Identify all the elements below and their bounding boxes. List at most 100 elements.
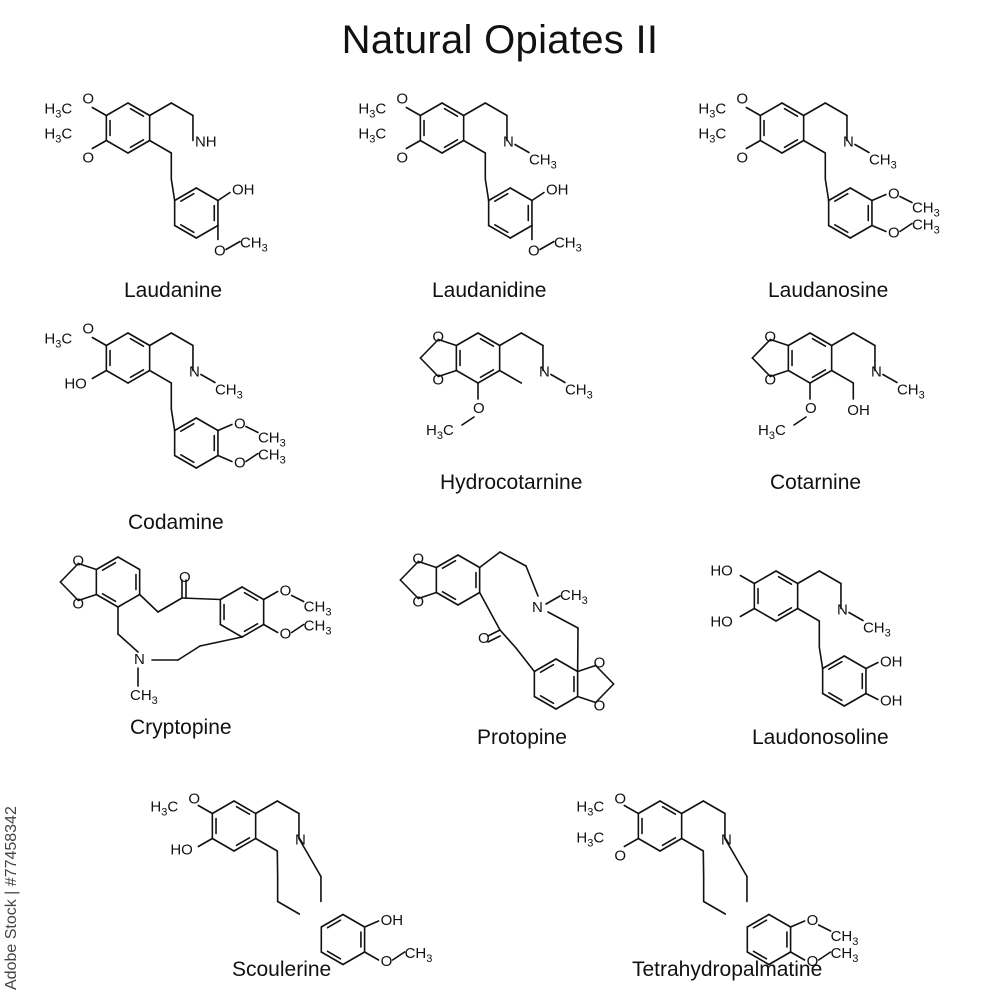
bond-line-201 [457, 591, 481, 606]
bond-line-123 [477, 369, 501, 384]
bond-line-295 [363, 951, 380, 961]
methyl-label: CH3 [130, 687, 158, 707]
bond-line-250 [818, 646, 824, 670]
bond-line-70 [802, 139, 827, 154]
oxygen-label: O [432, 372, 444, 389]
methyl-label: H3C [758, 422, 786, 442]
bond-line-196 [290, 594, 305, 603]
oxygen-label: O [805, 400, 817, 417]
methyl-label: CH3 [831, 928, 859, 948]
bond-line-12 [148, 102, 173, 117]
methyl-label: CH3 [258, 447, 286, 467]
oxygen-label: O [214, 243, 226, 260]
methyl-label: H3C [358, 126, 386, 146]
bond-line-286 [320, 951, 344, 966]
oxygen-label: O [614, 848, 626, 865]
compound-name-codamine: Codamine [128, 511, 224, 534]
double-bond-line-220 [539, 663, 555, 673]
methyl-label: CH3 [554, 235, 582, 255]
bond-line-300 [637, 837, 661, 852]
bond-line-53 [405, 106, 422, 117]
bond-line-165 [95, 593, 119, 608]
bond-line-254 [821, 692, 846, 707]
double-bond-line-113 [180, 422, 195, 432]
methyl-label: CH3 [560, 587, 588, 607]
bond-line-198 [290, 623, 305, 634]
bond-line-231 [487, 635, 501, 643]
bond-line-64 [759, 102, 783, 117]
bond-line-232 [576, 664, 597, 673]
methyl-label: CH3 [215, 382, 243, 402]
bond-line-248 [796, 570, 821, 585]
bond-line-247 [796, 607, 821, 622]
bond-line-210 [399, 560, 420, 581]
bond-line-130 [520, 332, 544, 347]
oxygen-label: O [412, 594, 424, 611]
double-bond-line-36 [443, 139, 459, 149]
bond-line-141 [809, 332, 833, 347]
bond-line-234 [594, 664, 615, 685]
bond-line-95 [105, 332, 129, 347]
bond-line-327 [817, 924, 832, 932]
oxygen-label: O [764, 329, 776, 346]
bond-line-126 [455, 332, 479, 347]
bond-line-285 [342, 951, 366, 966]
bond-line-264 [865, 692, 879, 701]
hydroxyl-label: OH [232, 182, 255, 199]
methyl-label: CH3 [405, 945, 433, 965]
methyl-label: H3C [44, 101, 72, 121]
bond-line-263 [865, 661, 879, 670]
double-bond-line-206 [441, 591, 457, 601]
bond-line-239 [753, 607, 777, 622]
oxygen-label: O [72, 596, 84, 613]
hydroxyl-label: HO [64, 376, 87, 393]
compound-name-laudanidine: Laudanidine [432, 279, 547, 302]
double-bond-line-112 [180, 454, 195, 464]
bond-line-88 [871, 224, 887, 233]
bond-line-24 [91, 106, 108, 117]
bond-line-238 [775, 607, 799, 622]
oxygen-label: O [594, 655, 606, 672]
bond-line-277 [254, 800, 279, 815]
bond-line-144 [787, 369, 811, 384]
stock-id-label: Adobe Stock | #77458342 [3, 806, 20, 990]
bond-line-119 [217, 454, 233, 463]
bond-line-185 [157, 597, 183, 613]
bond-line-153 [830, 332, 855, 347]
oxygen-label: O [412, 551, 424, 568]
bond-line-171 [77, 562, 98, 571]
bond-line-230 [487, 629, 501, 637]
bond-line-253 [843, 692, 867, 707]
bond-line-59 [781, 102, 805, 117]
bond-line-214 [555, 695, 579, 710]
bond-line-296 [391, 951, 406, 961]
double-bond-line-128 [479, 369, 495, 379]
oxygen-label: O [396, 150, 408, 167]
bond-line-251 [843, 655, 867, 670]
nitrogen-label: N [871, 364, 882, 381]
bond-line-143 [809, 369, 833, 384]
double-bond-line-303 [661, 805, 677, 815]
nitrogen-label: N [503, 134, 514, 151]
methyl-label: CH3 [565, 382, 593, 402]
bond-line-236 [775, 570, 799, 585]
methyl-label: H3C [576, 830, 604, 850]
bond-line-137 [419, 357, 440, 378]
oxygen-label: O [888, 186, 900, 203]
compound-name-laudonosoline: Laudonosoline [752, 726, 889, 749]
bond-line-93 [105, 369, 129, 384]
bond-line-117 [217, 423, 233, 432]
bond-line-274 [276, 800, 300, 815]
bond-line-262 [848, 611, 864, 622]
oxygen-label: O [234, 455, 246, 472]
bond-line-175 [241, 586, 265, 601]
bond-line-121 [477, 332, 501, 347]
bond-line-325 [623, 837, 640, 848]
bond-line-134 [437, 338, 458, 347]
bond-line-199 [457, 554, 481, 569]
bond-line-229 [515, 647, 536, 673]
bond-line-83 [745, 106, 762, 117]
bond-line-31 [441, 139, 465, 154]
